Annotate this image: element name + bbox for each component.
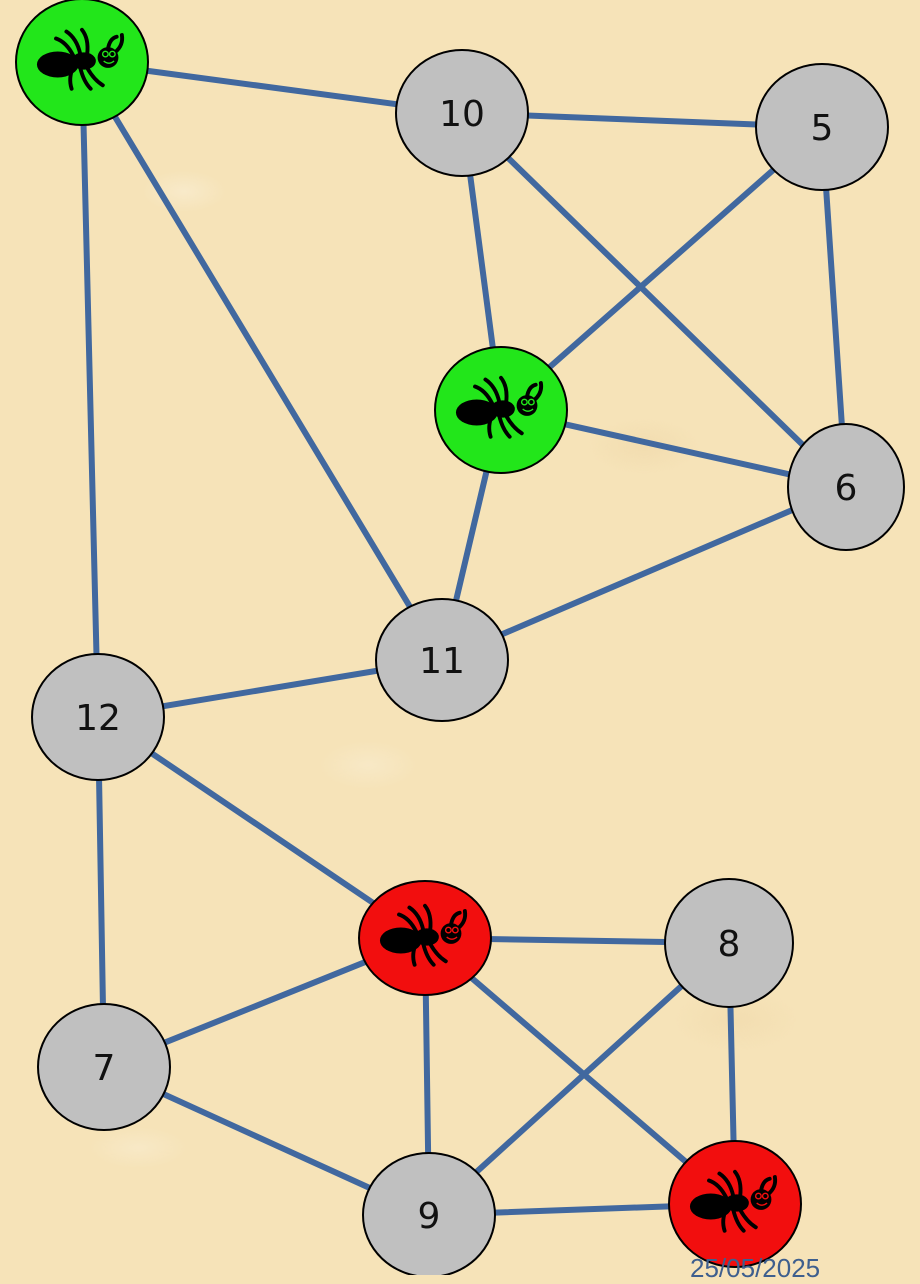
node-label: 10 [439,94,485,135]
edge-6-11 [439,484,849,663]
node-circle [37,1003,171,1131]
node-circle [787,423,905,551]
node-9: 9 [362,1152,496,1275]
node-circle [395,49,529,177]
node-label: 11 [419,641,465,682]
node-circle [362,1152,496,1275]
node-circle [375,598,509,722]
node-12: 12 [31,653,165,781]
node-5: 5 [755,63,889,191]
edge-gree-top-12 [79,59,101,720]
node-7: 7 [37,1003,171,1131]
node-11: 11 [375,598,509,722]
node-circle [664,878,794,1008]
node-label: 12 [75,698,121,739]
node-circle [755,63,889,191]
node-label: 5 [811,108,834,149]
node-red-mid [358,880,492,996]
edge-red-mid-red-bottom [422,935,738,1207]
footer-date: 25/05/2025 [690,1253,821,1283]
node-label: 9 [418,1196,441,1237]
node-8: 8 [664,878,794,1008]
node-10: 10 [395,49,529,177]
edge-10-6 [459,110,849,490]
node-circle [31,653,165,781]
edge-8-9 [426,940,732,1218]
node-green-mid [434,346,568,474]
edge-gree-top-11 [79,59,445,663]
nodes-layer: 10 5 6 11 12 8 7 9 [15,0,905,1275]
node-red-bottom [668,1140,802,1268]
node-6: 6 [787,423,905,551]
edge-5-gree-mid [498,124,825,413]
node-label: 6 [835,468,858,509]
node-label: 7 [93,1048,116,1089]
node-label: 8 [718,924,741,965]
node-green-top [15,0,149,126]
